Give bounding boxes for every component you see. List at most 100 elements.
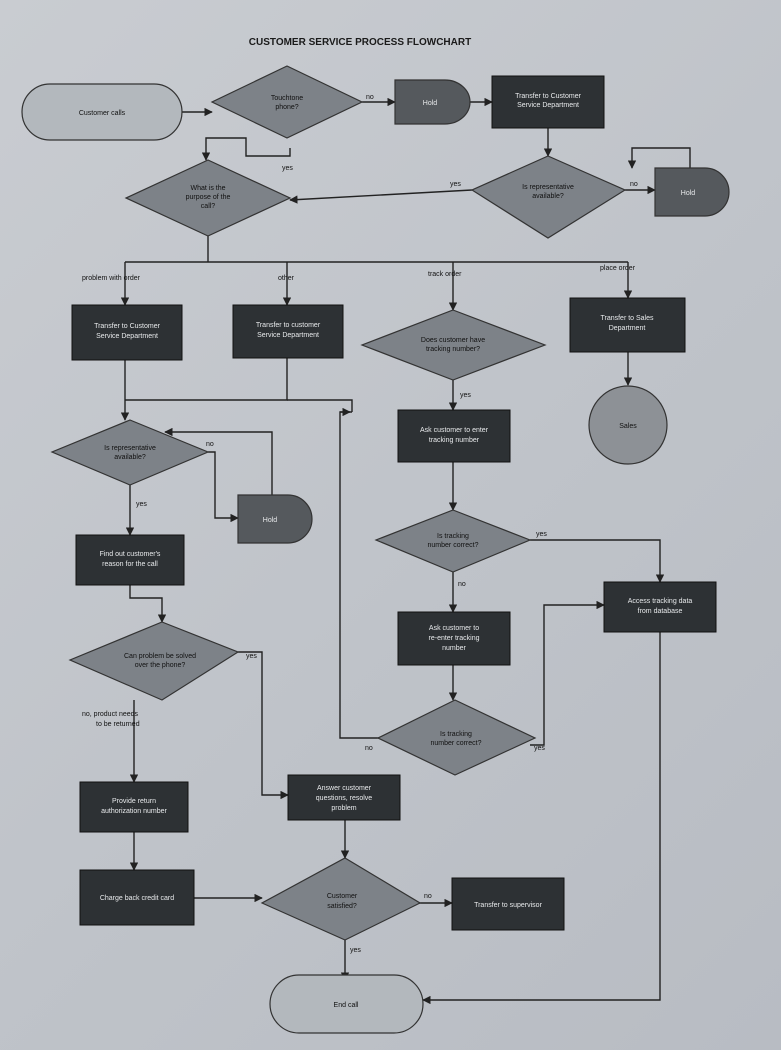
svg-text:Transfer to supervisor: Transfer to supervisor xyxy=(474,902,542,909)
svg-text:Transfer to customer: Transfer to customer xyxy=(256,322,321,329)
node-hold-mid: Hold xyxy=(237,494,313,544)
svg-text:phone?: phone? xyxy=(275,104,298,111)
node-ask-enter-tracking: Ask customer to enter tracking number xyxy=(397,409,511,463)
node-find-reason: Find out customer's reason for the call xyxy=(75,534,185,586)
svg-text:Answer customer: Answer customer xyxy=(317,785,372,792)
node-end-call: End call xyxy=(269,974,424,1034)
svg-text:Hold: Hold xyxy=(263,517,278,524)
svg-text:satisfied?: satisfied? xyxy=(327,903,357,910)
svg-text:problem: problem xyxy=(331,805,356,812)
edge-label-rep-top-no: no xyxy=(630,181,638,188)
svg-text:call?: call? xyxy=(201,203,216,210)
edge-label-problem-with-order: problem with order xyxy=(82,275,141,282)
node-hold-top: Hold xyxy=(394,79,471,125)
svg-text:Sales: Sales xyxy=(619,423,637,430)
svg-text:over the phone?: over the phone? xyxy=(135,662,186,669)
svg-text:tracking number: tracking number xyxy=(429,437,480,444)
edge-label-place-order: place order xyxy=(600,265,636,272)
svg-text:What is the: What is the xyxy=(190,185,225,192)
node-has-tracking-decision: Does customer have tracking number? xyxy=(360,309,547,381)
svg-text:Hold: Hold xyxy=(423,100,438,107)
edge-label-tracking1-yes: yes xyxy=(536,531,547,538)
svg-text:questions, resolve: questions, resolve xyxy=(316,795,373,802)
node-problem-phone-decision: Can problem be solved over the phone? xyxy=(68,621,240,701)
svg-text:from database: from database xyxy=(638,608,683,615)
svg-text:Can problem be solved: Can problem be solved xyxy=(124,653,196,660)
svg-text:End call: End call xyxy=(334,1002,359,1009)
svg-text:number correct?: number correct? xyxy=(431,740,482,747)
edge-label-problem-phone-no: no, product needs xyxy=(82,711,139,718)
edge-label-touchtone-yes: yes xyxy=(282,165,293,172)
edge-label-rep-mid-no: no xyxy=(206,441,214,448)
edge-label-rep-mid-yes: yes xyxy=(136,501,147,508)
svg-text:Hold: Hold xyxy=(681,190,696,197)
node-transfer-supervisor: Transfer to supervisor xyxy=(451,877,565,931)
node-touchtone-decision: Touchtone phone? xyxy=(210,65,364,139)
svg-text:Customer: Customer xyxy=(327,893,358,900)
edge-label-tracking1-no: no xyxy=(458,581,466,588)
svg-text:Transfer to Customer: Transfer to Customer xyxy=(515,93,582,100)
edge-label-satisfied-yes: yes xyxy=(350,947,361,954)
svg-text:authorization number: authorization number xyxy=(101,808,167,815)
node-customer-satisfied-decision: Customer satisfied? xyxy=(260,857,422,941)
svg-text:Does customer have: Does customer have xyxy=(421,337,485,344)
svg-text:reason for the call: reason for the call xyxy=(102,561,158,568)
svg-text:Touchtone: Touchtone xyxy=(271,95,303,102)
svg-text:Department: Department xyxy=(609,325,646,332)
node-transfer-customer-service-problem: Transfer to Customer Service Department xyxy=(71,304,183,361)
node-transfer-sales: Transfer to Sales Department xyxy=(569,297,686,353)
svg-text:Service Department: Service Department xyxy=(257,332,319,339)
svg-text:Access tracking data: Access tracking data xyxy=(628,598,693,605)
edge-label-track-order: track order xyxy=(428,271,462,278)
svg-text:Find out customer's: Find out customer's xyxy=(100,551,161,558)
svg-text:Ask customer to: Ask customer to xyxy=(429,625,479,632)
svg-text:Is representative: Is representative xyxy=(104,445,156,452)
svg-text:Provide return: Provide return xyxy=(112,798,156,805)
svg-text:available?: available? xyxy=(532,193,564,200)
svg-text:tracking number?: tracking number? xyxy=(426,346,480,353)
svg-text:Is tracking: Is tracking xyxy=(437,533,469,540)
node-rep-available-mid-decision: Is representative available? xyxy=(50,419,210,486)
svg-text:Transfer to Customer: Transfer to Customer xyxy=(94,323,161,330)
svg-text:purpose of the: purpose of the xyxy=(186,194,231,201)
edge-label-has-tracking-yes: yes xyxy=(460,392,471,399)
svg-text:Service Department: Service Department xyxy=(517,102,579,109)
node-hold-right: Hold xyxy=(654,167,730,217)
node-customer-calls: Customer calls xyxy=(21,83,183,141)
node-answer-questions: Answer customer questions, resolve probl… xyxy=(287,774,401,821)
svg-text:Charge back credit card: Charge back credit card xyxy=(100,895,174,902)
node-charge-back-credit-card: Charge back credit card xyxy=(79,869,195,926)
chart-title: CUSTOMER SERVICE PROCESS FLOWCHART xyxy=(249,37,471,48)
svg-text:Service Department: Service Department xyxy=(96,333,158,340)
node-access-tracking: Access tracking data from database xyxy=(603,581,717,633)
edge-label-tracking2-yes: yes xyxy=(534,745,545,752)
edge-labels: no yes yes no problem with order other t… xyxy=(82,94,638,954)
node-tracking-correct-2-decision: Is tracking number correct? xyxy=(376,699,537,776)
edge-label-rep-top-yes: yes xyxy=(450,181,461,188)
svg-text:Transfer to Sales: Transfer to Sales xyxy=(600,315,654,322)
edge-label-other: other xyxy=(278,275,295,282)
edge-label-problem-phone-yes: yes xyxy=(246,653,257,660)
node-transfer-customer-service-other: Transfer to customer Service Department xyxy=(232,304,344,359)
edge-label-satisfied-no: no xyxy=(424,893,432,900)
svg-text:Customer calls: Customer calls xyxy=(79,110,126,117)
node-tracking-correct-1-decision: Is tracking number correct? xyxy=(374,509,532,573)
node-provide-return-authorization: Provide return authorization number xyxy=(79,781,189,833)
edge-label-touchtone-no: no xyxy=(366,94,374,101)
node-transfer-customer-service-top: Transfer to Customer Service Department xyxy=(491,75,605,129)
node-sales: Sales xyxy=(588,385,668,465)
node-ask-reenter-tracking: Ask customer to re-enter tracking number xyxy=(397,611,511,666)
svg-text:Ask customer to enter: Ask customer to enter xyxy=(420,427,489,434)
svg-text:number: number xyxy=(442,645,466,652)
svg-text:number correct?: number correct? xyxy=(428,542,479,549)
node-purpose-decision: What is the purpose of the call? xyxy=(124,159,292,237)
edge-label-tracking2-no: no xyxy=(365,745,373,752)
edge-label-problem-phone-no-2: to be returned xyxy=(96,721,140,728)
svg-text:re-enter tracking: re-enter tracking xyxy=(429,635,480,642)
svg-text:Is representative: Is representative xyxy=(522,184,574,191)
connectors xyxy=(120,97,691,1005)
svg-text:Is tracking: Is tracking xyxy=(440,731,472,738)
node-rep-available-top-decision: Is representative available? xyxy=(470,155,627,239)
svg-text:available?: available? xyxy=(114,454,146,461)
